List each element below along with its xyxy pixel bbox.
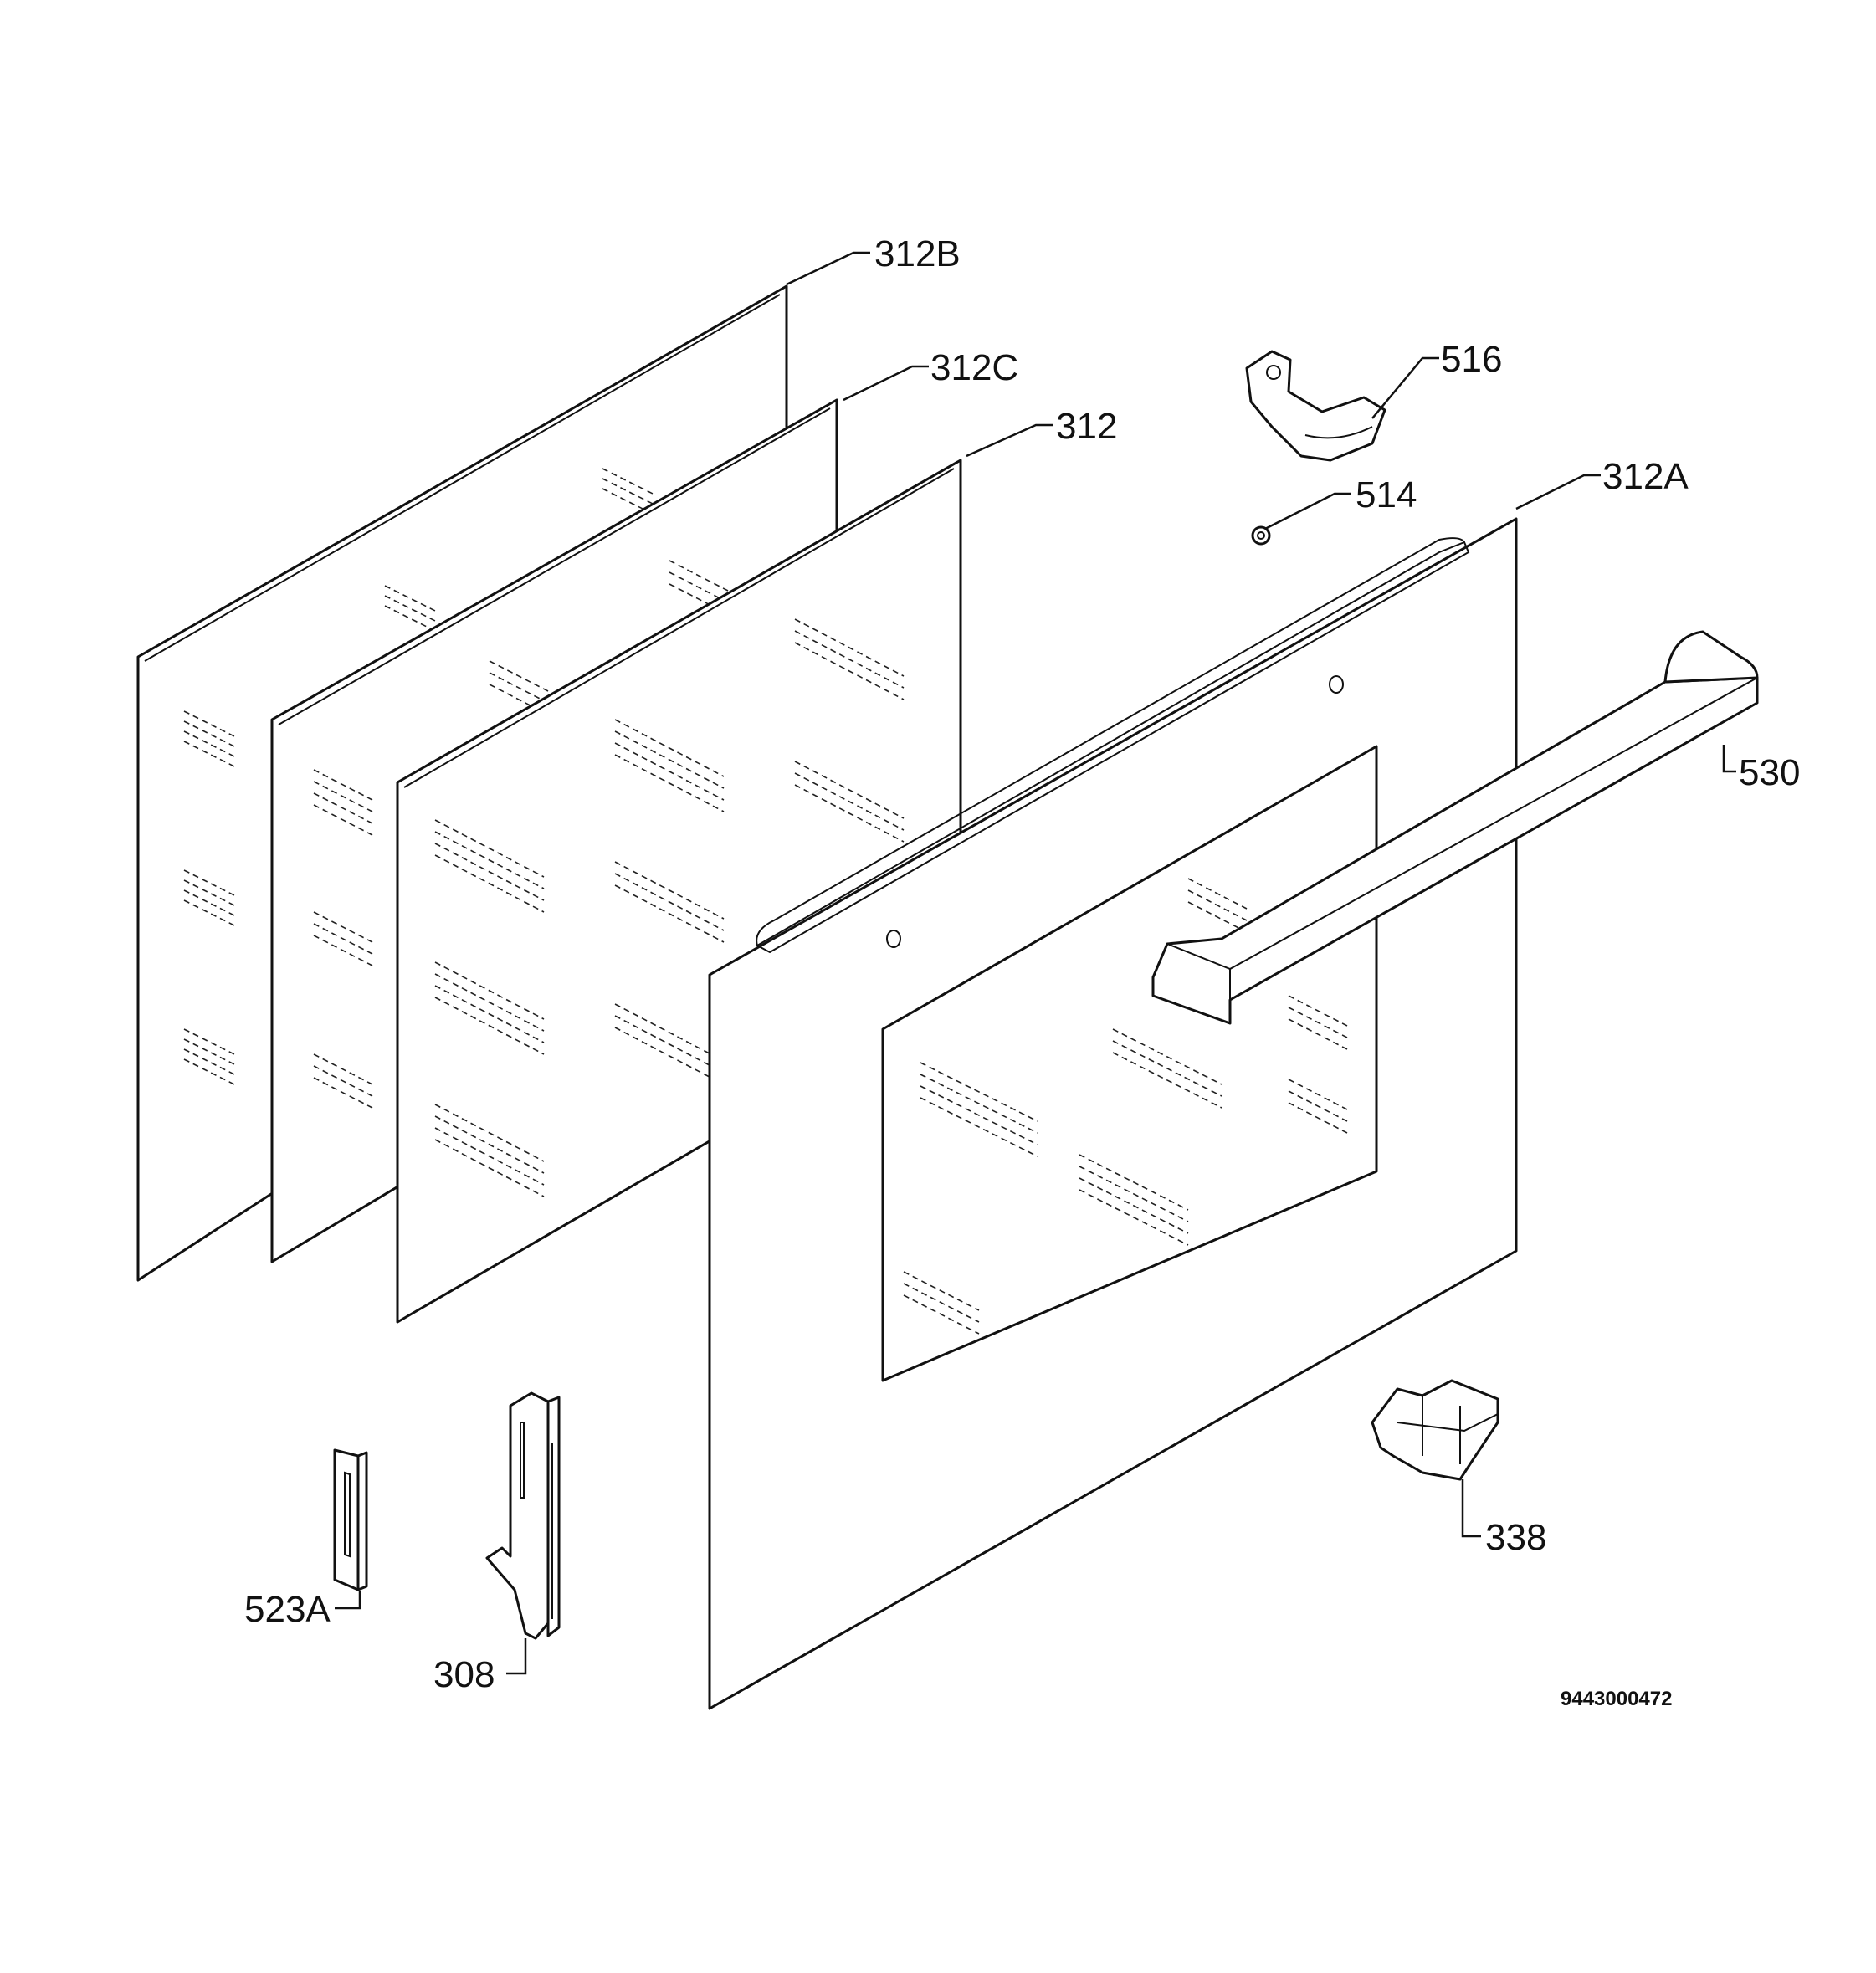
callout-312: 312 [1056, 406, 1117, 447]
outer-door-panel-312a[interactable] [708, 517, 1518, 1710]
leader-lines [335, 251, 1736, 1675]
callout-308: 308 [433, 1654, 495, 1695]
callout-523a: 523A [244, 1589, 331, 1630]
callout-312b: 312B [874, 233, 961, 274]
callout-338: 338 [1485, 1517, 1546, 1558]
callout-312c: 312C [930, 347, 1018, 388]
part-523a[interactable] [333, 1448, 368, 1591]
door-handle-530[interactable] [1151, 630, 1759, 1025]
callout-516: 516 [1441, 339, 1502, 380]
callout-312a: 312A [1602, 456, 1689, 497]
callout-530: 530 [1739, 752, 1800, 793]
nut-514[interactable] [1251, 525, 1271, 546]
glass-panel-312[interactable] [396, 459, 962, 1324]
clip-338[interactable] [1371, 1379, 1499, 1481]
hinge-bracket-516[interactable] [1245, 350, 1386, 462]
callout-514: 514 [1356, 474, 1417, 515]
hinge-308[interactable] [485, 1391, 561, 1640]
document-number: 9443000472 [1561, 1688, 1672, 1710]
